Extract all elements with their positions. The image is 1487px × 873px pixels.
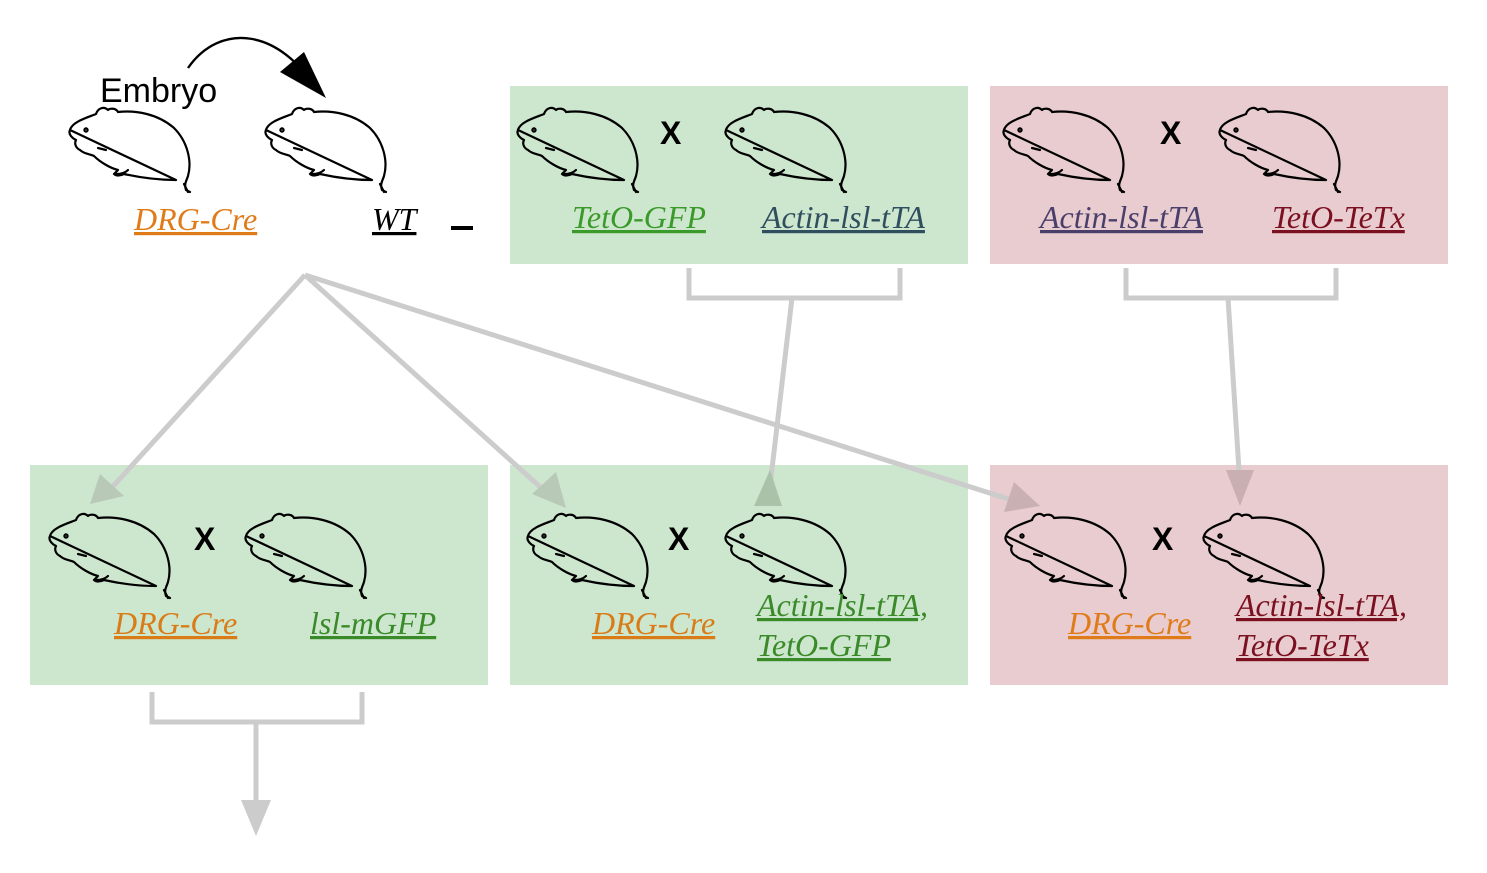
arrowhead-bottom xyxy=(241,800,271,836)
panel-bottom-left-green xyxy=(30,465,488,685)
connector-lines xyxy=(104,268,1339,808)
label-drg-cre-top: DRG-Cre xyxy=(133,201,257,237)
panel-bottom-mid-green xyxy=(510,465,968,685)
label-actin-lsl-tta-bm: Actin-lsl-tTA, xyxy=(755,587,928,623)
label-lsl-mgfp: lsl-mGFP xyxy=(310,605,436,641)
label-teto-gfp: TetO-GFP xyxy=(572,199,706,235)
mouse-drg-cre-icon xyxy=(68,106,192,194)
mouse-wt-icon xyxy=(264,106,388,194)
connector-arrowheads xyxy=(90,470,782,508)
cross-bottom-right: X xyxy=(1152,521,1174,557)
cross-top-green: X xyxy=(660,115,682,151)
label-teto-gfp-bm: TetO-GFP xyxy=(757,627,891,663)
label-actin-lsl-tta-red: Actin-lsl-tTA xyxy=(1038,199,1203,235)
label-actin-lsl-tta-br: Actin-lsl-tTA, xyxy=(1234,587,1407,623)
panel-top-green xyxy=(510,86,968,264)
arrowhead-red-right xyxy=(1226,470,1254,506)
label-teto-tetx: TetO-TeTx xyxy=(1272,199,1405,235)
embryo-arrowhead xyxy=(280,52,326,98)
label-wt: WT xyxy=(372,201,419,237)
arrowhead-red-left xyxy=(1004,482,1040,512)
embryo-label: Embryo xyxy=(100,72,217,110)
small-dash xyxy=(451,226,473,230)
label-drg-cre-br: DRG-Cre xyxy=(1067,605,1191,641)
label-actin-lsl-tta-top: Actin-lsl-tTA xyxy=(760,199,925,235)
cross-bottom-left: X xyxy=(194,521,216,557)
label-teto-tetx-br: TetO-TeTx xyxy=(1236,627,1369,663)
panel-bottom-right-red xyxy=(990,465,1448,685)
label-drg-cre-bl: DRG-Cre xyxy=(113,605,237,641)
cross-bottom-mid: X xyxy=(668,521,690,557)
label-drg-cre-bm: DRG-Cre xyxy=(591,605,715,641)
cross-top-red: X xyxy=(1160,115,1182,151)
